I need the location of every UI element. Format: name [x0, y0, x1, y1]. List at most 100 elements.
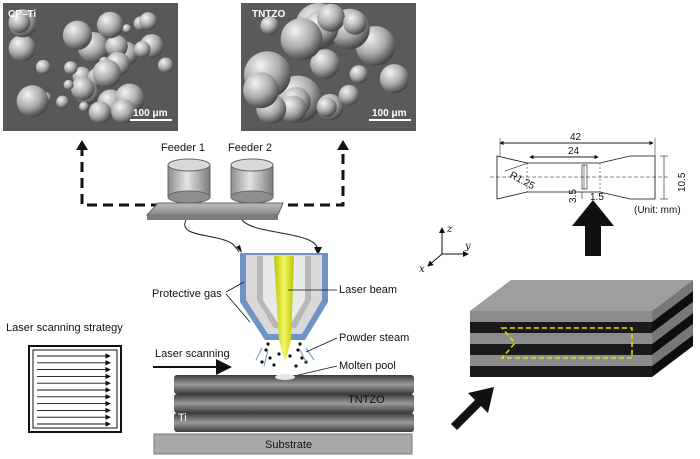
- molten-pool-label: Molten pool: [339, 360, 396, 372]
- powder-particle: [133, 41, 151, 58]
- powder-particle: [56, 95, 69, 109]
- powder-dot: [296, 348, 300, 352]
- block-layer-front: [470, 355, 652, 366]
- powder-particle: [316, 97, 337, 118]
- block-layer-side: [652, 291, 693, 333]
- powder-particle: [63, 79, 74, 90]
- powder-stream: [255, 342, 315, 368]
- powder-particle: [310, 49, 340, 79]
- dim-height: 10.5: [677, 172, 688, 192]
- powder-tubes: [184, 219, 322, 255]
- powder-particle: [338, 84, 360, 106]
- powder-particle: [8, 11, 31, 34]
- layered-block: [470, 280, 693, 377]
- nozzle: [240, 253, 328, 362]
- feeder-2-label: Feeder 2: [228, 142, 272, 154]
- feeder-1-label: Feeder 1: [161, 142, 205, 154]
- gas-flow-line: [305, 347, 315, 361]
- axis-y-label: y: [464, 241, 471, 252]
- powder-dot: [268, 356, 272, 360]
- micrograph-right-title: TNTZO: [252, 9, 286, 20]
- ti-label: Ti: [178, 412, 187, 424]
- powder-particle: [260, 16, 279, 35]
- powder-dot: [294, 364, 298, 368]
- powder-particle: [70, 76, 95, 101]
- powder-dot: [260, 360, 264, 364]
- feeder-plate: [145, 202, 284, 220]
- scale-label-right: 100 μm: [372, 108, 407, 119]
- dim-grip-width: 3.5: [568, 189, 579, 203]
- arrow-to-block: [451, 387, 494, 430]
- powder-particle: [111, 99, 136, 124]
- unit-label: (Unit: mm): [634, 205, 681, 216]
- tntzo-label: TNTZO: [348, 394, 385, 406]
- micrograph-cp-ti: CP–Ti 100 μm: [3, 3, 178, 131]
- powder-particle: [92, 59, 121, 88]
- block-layer-side: [652, 335, 693, 377]
- powder-particle: [79, 101, 89, 112]
- deposit-stack: TNTZO Ti: [174, 374, 414, 432]
- gas-flow-line: [255, 347, 263, 361]
- powder-particle: [158, 57, 174, 73]
- powder-particle: [96, 11, 124, 39]
- axis-z-label: z: [446, 224, 453, 235]
- powder-particle: [343, 11, 367, 35]
- block-layer-front: [470, 311, 652, 322]
- powder-particle: [105, 35, 128, 58]
- powder-particle: [88, 101, 111, 124]
- axis-x-label: x: [419, 264, 425, 275]
- powder-particle: [64, 61, 78, 75]
- tensile-specimen: 42 24 R1.25 10.5 3.5 1.5 (Unit: mm): [490, 132, 688, 216]
- block-layer-front: [470, 344, 652, 355]
- gas-flow-line: [299, 349, 307, 363]
- powder-particle: [243, 72, 279, 109]
- micrograph-tntzo: TNTZO 100 μm: [241, 3, 416, 131]
- powder-particle: [8, 34, 36, 62]
- powder-dot: [266, 342, 270, 346]
- laser-beam: [274, 256, 294, 362]
- powder-dot: [264, 348, 268, 352]
- block-layer-side: [652, 280, 693, 322]
- powder-dot: [300, 356, 304, 360]
- powder-particle: [349, 65, 368, 84]
- feeder-2: Feeder 2: [228, 142, 274, 204]
- powder-dot: [277, 352, 281, 356]
- arrow-to-specimen: [572, 200, 614, 256]
- powder-particle: [62, 20, 92, 50]
- powder-particle: [35, 59, 51, 75]
- substrate: Substrate: [153, 433, 413, 455]
- block-layer-side: [652, 313, 693, 355]
- nozzle-labels: Protective gas Laser beam Powder steam L…: [152, 281, 409, 378]
- block-layer-side: [652, 302, 693, 344]
- block-layer-front: [470, 333, 652, 344]
- powder-dot: [272, 363, 276, 367]
- scan-strategy-label: Laser scanning strategy: [6, 322, 123, 334]
- micrograph-left-title: CP–Ti: [8, 9, 36, 20]
- scan-strategy: Laser scanning strategy: [6, 322, 123, 433]
- powder-particle: [280, 18, 323, 60]
- block-layer-side: [652, 324, 693, 366]
- scale-label-left: 100 μm: [133, 108, 168, 119]
- powder-particle: [379, 64, 409, 94]
- protective-gas-label: Protective gas: [152, 288, 222, 300]
- laser-beam-label: Laser beam: [339, 284, 397, 296]
- powder-particle: [122, 24, 132, 33]
- powder-particle: [317, 3, 345, 32]
- block-layer-front: [470, 366, 652, 377]
- powder-dot: [288, 354, 292, 358]
- dim-overall-length: 42: [570, 132, 582, 143]
- feeder-1: Feeder 1: [161, 142, 211, 204]
- powder-particle: [16, 85, 49, 118]
- dim-thickness: 1.5: [590, 192, 604, 203]
- feed-paths: [76, 140, 349, 207]
- laser-scanning-label: Laser scanning: [155, 348, 230, 360]
- substrate-label: Substrate: [265, 439, 312, 451]
- coordinate-axes: z y x: [419, 224, 471, 275]
- dim-gauge-length: 24: [568, 146, 580, 157]
- powder-steam-label: Powder steam: [339, 332, 409, 344]
- powder-dot: [298, 342, 302, 346]
- powder-particle: [139, 12, 158, 31]
- powder-particle: [279, 95, 307, 123]
- gas-flow-line: [263, 349, 269, 367]
